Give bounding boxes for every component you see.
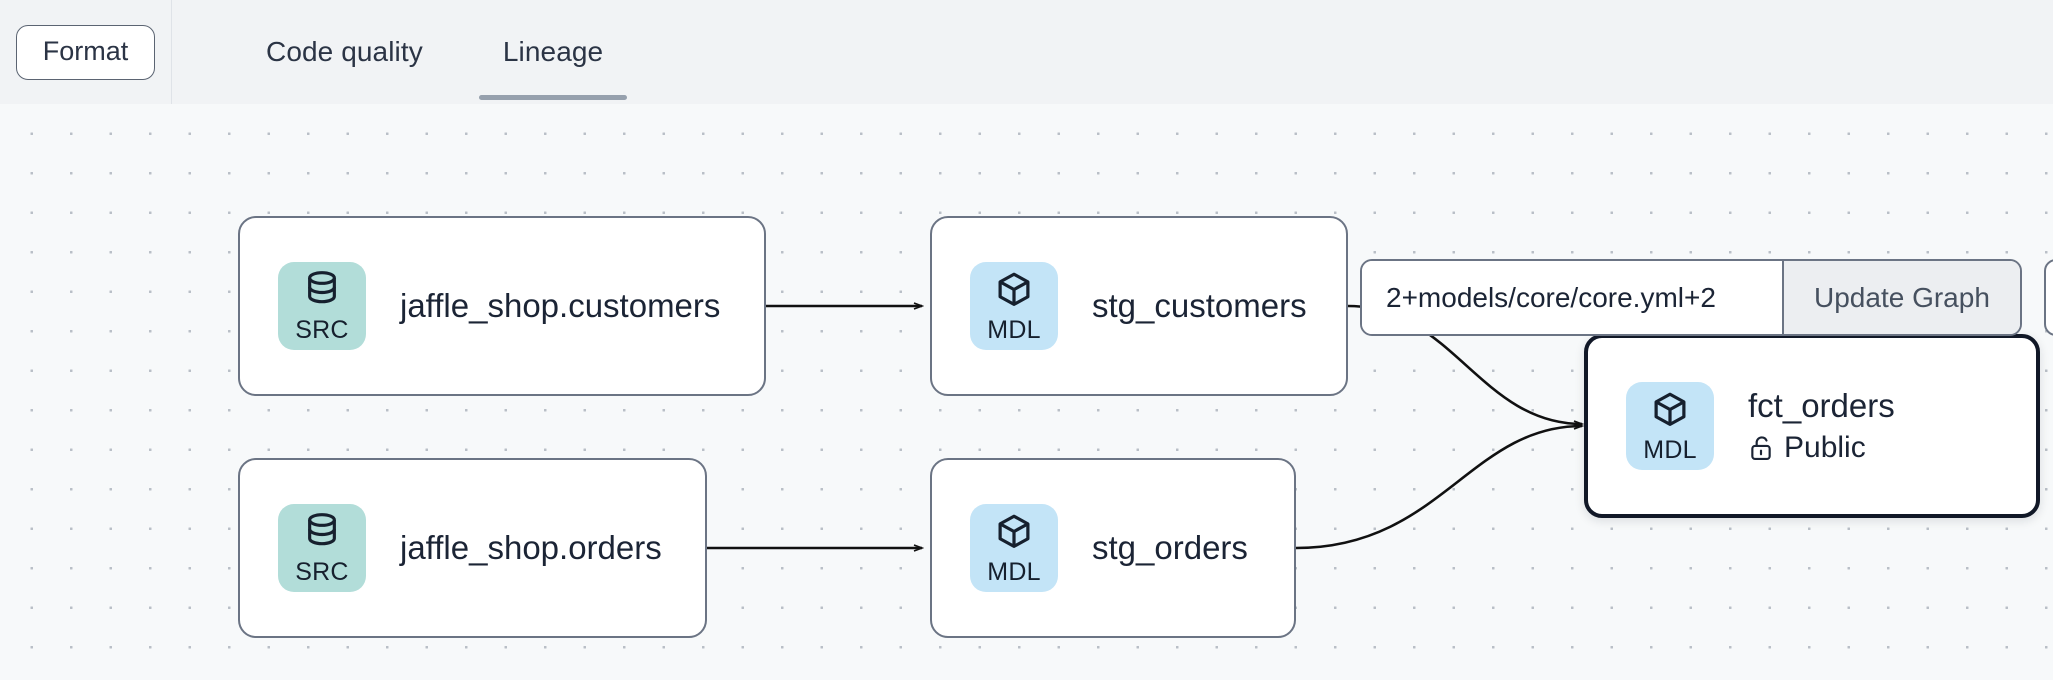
tab-code-quality-underline (242, 95, 447, 100)
node-badge-label: MDL (987, 316, 1041, 344)
node-title: stg_customers (1092, 287, 1307, 325)
graph-selector-input[interactable] (1362, 261, 1782, 334)
tab-code-quality[interactable]: Code quality (242, 0, 447, 104)
node-badge-mdl: MDL (1626, 382, 1714, 470)
lineage-node-stg-customers[interactable]: MDL stg_customers (930, 216, 1348, 396)
tab-bar: Code quality Lineage (172, 0, 628, 104)
graph-selector-control: Update Graph (1360, 259, 2022, 336)
node-badge-label: SRC (295, 316, 349, 344)
node-text-group: stg_orders (1092, 529, 1248, 567)
node-title: jaffle_shop.orders (400, 529, 662, 567)
format-button[interactable]: Format (15, 24, 156, 80)
node-text-group: jaffle_shop.customers (400, 287, 720, 325)
lineage-node-fct-orders[interactable]: MDL fct_orders Public (1584, 334, 2040, 518)
node-badge-label: SRC (295, 558, 349, 586)
node-title: stg_orders (1092, 529, 1248, 567)
node-badge-mdl: MDL (970, 504, 1058, 592)
overflow-control-partial[interactable] (2044, 259, 2053, 336)
node-access-badge: Public (1748, 431, 1895, 465)
node-badge-label: MDL (987, 558, 1041, 586)
database-icon (308, 271, 336, 304)
tab-lineage[interactable]: Lineage (478, 0, 628, 104)
node-title: jaffle_shop.customers (400, 287, 721, 325)
unlock-icon (1751, 436, 1771, 460)
editor-toolbar: Format Code quality Lineage (0, 0, 2053, 104)
tab-lineage-label: Lineage (502, 36, 604, 67)
node-title: fct_orders (1748, 387, 1895, 425)
lineage-node-jaffle-shop-customers[interactable]: SRC jaffle_shop.customers (238, 216, 766, 396)
tab-lineage-underline (478, 95, 628, 100)
node-text-group: fct_orders Public (1748, 387, 1895, 465)
cube-icon (998, 272, 1030, 306)
cube-icon (1654, 392, 1686, 426)
node-badge-src: SRC (278, 504, 366, 592)
lineage-node-stg-orders[interactable]: MDL stg_orders (930, 458, 1296, 638)
node-badge-mdl: MDL (970, 262, 1058, 350)
node-access-label: Public (1784, 430, 1866, 464)
cube-icon (998, 514, 1030, 548)
node-text-group: stg_customers (1092, 287, 1307, 325)
tab-code-quality-label: Code quality (266, 36, 423, 67)
toolbar-left-group: Format (0, 0, 172, 104)
database-icon (308, 513, 336, 546)
node-badge-label: MDL (1643, 436, 1697, 464)
update-graph-button[interactable]: Update Graph (1782, 261, 2020, 334)
node-badge-src: SRC (278, 262, 366, 350)
edge-stg-orders-to-fct-orders (1295, 426, 1582, 550)
lineage-node-jaffle-shop-orders[interactable]: SRC jaffle_shop.orders (238, 458, 707, 638)
lineage-canvas[interactable]: SRC jaffle_shop.customers MDL stg_custom… (0, 104, 2053, 680)
node-text-group: jaffle_shop.orders (400, 529, 662, 567)
